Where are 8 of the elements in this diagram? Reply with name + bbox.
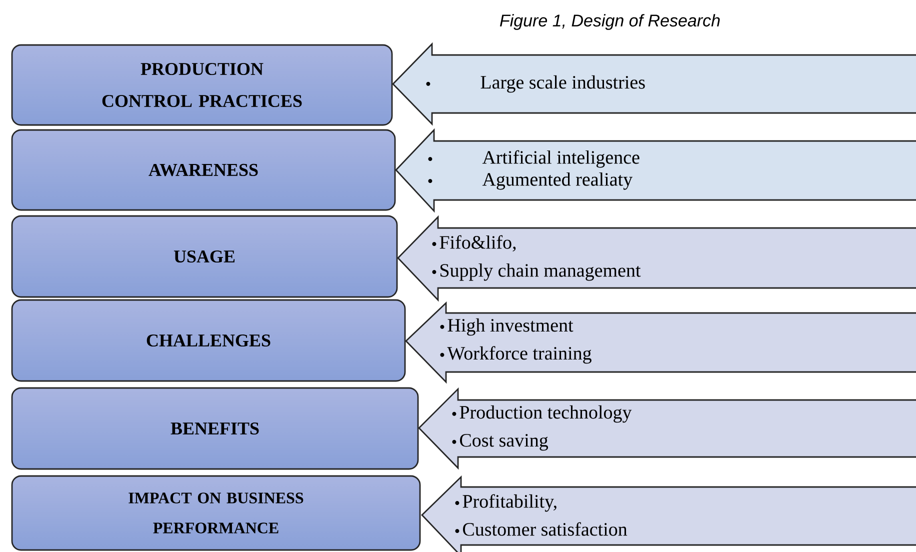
figure-title: Figure 1, Design of Research [500, 14, 720, 30]
category-box: CHALLENGES [11, 299, 406, 382]
category-box: BENEFITS [11, 387, 419, 470]
category-box: IMPACT ON BUSINESS PERFORMANCE [11, 475, 421, 551]
category-box: PRODUCTION CONTROL PRACTICES [11, 44, 393, 126]
category-box: AWARENESS [11, 129, 396, 211]
arrow-callout: Profitability, Customer satisfaction [421, 475, 916, 552]
category-box: USAGE [11, 215, 398, 298]
